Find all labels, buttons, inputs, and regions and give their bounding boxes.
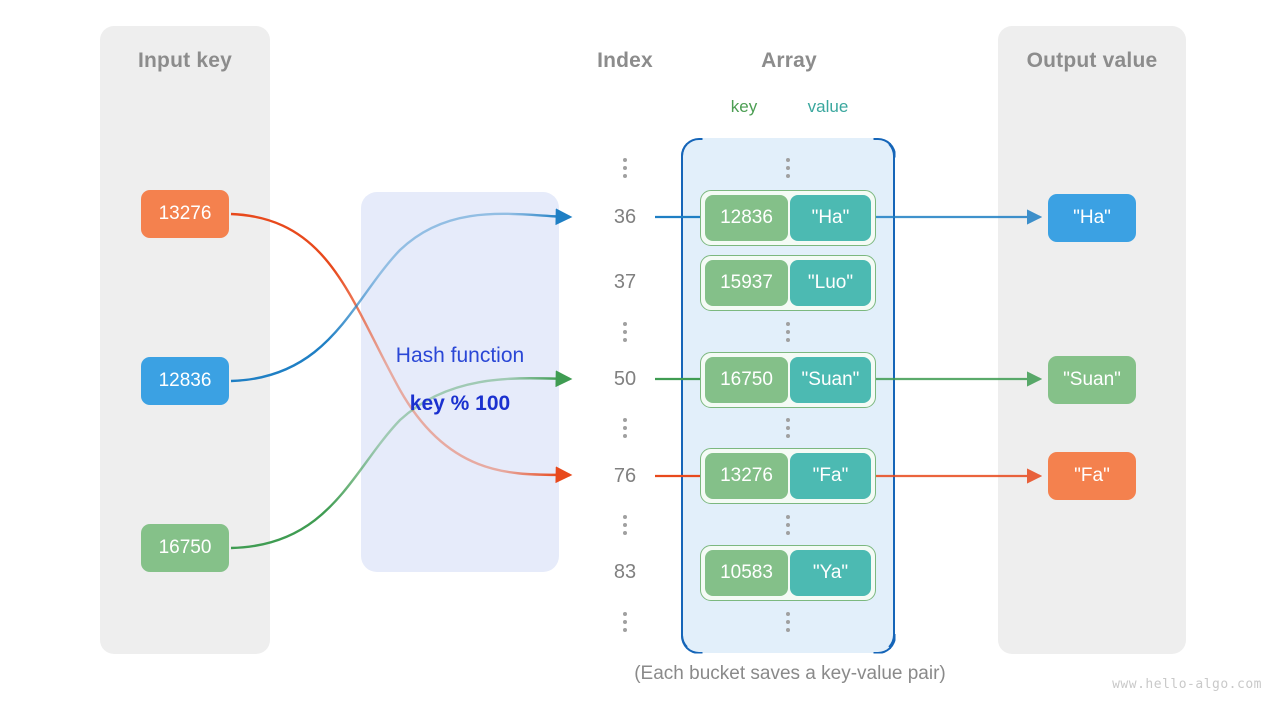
array-ellipsis-2 <box>755 418 821 438</box>
array-ellipsis-3 <box>755 515 821 535</box>
array-ellipsis-1 <box>755 322 821 342</box>
value-column-label: value <box>807 97 849 116</box>
index-ellipsis-bottom <box>592 612 658 632</box>
output-value-suan[interactable]: "Suan" <box>1048 356 1136 404</box>
bucket-value: "Ha" <box>789 195 871 241</box>
index-label-83: 83 <box>613 561 637 583</box>
index-ellipsis-3 <box>592 515 658 535</box>
output-value-fa[interactable]: "Fa" <box>1048 452 1136 500</box>
input-key-12836[interactable]: 12836 <box>141 357 229 405</box>
array-ellipsis-bottom <box>755 612 821 632</box>
input-key-title: Input key <box>138 49 232 72</box>
bucket-key: 13276 <box>705 453 788 499</box>
bucket-value: "Fa" <box>789 453 871 499</box>
index-label-76: 76 <box>613 465 637 487</box>
hash-function-label: Hash function <box>395 344 525 367</box>
bucket-50[interactable]: 16750 "Suan" <box>700 352 876 408</box>
output-value-title: Output value <box>1026 49 1158 72</box>
bucket-key: 15937 <box>705 260 788 306</box>
hash-function-box <box>361 192 559 572</box>
index-ellipsis-top <box>592 158 658 178</box>
hash-function-formula: key % 100 <box>409 392 511 415</box>
index-ellipsis-1 <box>592 322 658 342</box>
output-value-panel <box>998 26 1186 654</box>
array-title: Array <box>761 49 817 72</box>
bucket-76[interactable]: 13276 "Fa" <box>700 448 876 504</box>
bucket-key: 12836 <box>705 195 788 241</box>
index-ellipsis-2 <box>592 418 658 438</box>
bucket-key: 16750 <box>705 357 788 403</box>
site-watermark: www.hello-algo.com <box>1112 677 1262 692</box>
bucket-key: 10583 <box>705 550 788 596</box>
bucket-value: "Suan" <box>789 357 871 403</box>
bucket-36[interactable]: 12836 "Ha" <box>700 190 876 246</box>
index-title: Index <box>597 49 653 72</box>
array-ellipsis-top <box>755 158 821 178</box>
bucket-83[interactable]: 10583 "Ya" <box>700 545 876 601</box>
input-key-16750[interactable]: 16750 <box>141 524 229 572</box>
index-label-50: 50 <box>613 368 637 390</box>
key-column-label: key <box>730 97 758 116</box>
output-value-ha[interactable]: "Ha" <box>1048 194 1136 242</box>
index-label-37: 37 <box>613 271 637 293</box>
figure-caption: (Each bucket saves a key-value pair) <box>634 663 946 684</box>
bucket-value: "Luo" <box>789 260 871 306</box>
bucket-37[interactable]: 15937 "Luo" <box>700 255 876 311</box>
index-label-36: 36 <box>613 206 637 228</box>
input-key-13276[interactable]: 13276 <box>141 190 229 238</box>
bucket-value: "Ya" <box>789 550 871 596</box>
